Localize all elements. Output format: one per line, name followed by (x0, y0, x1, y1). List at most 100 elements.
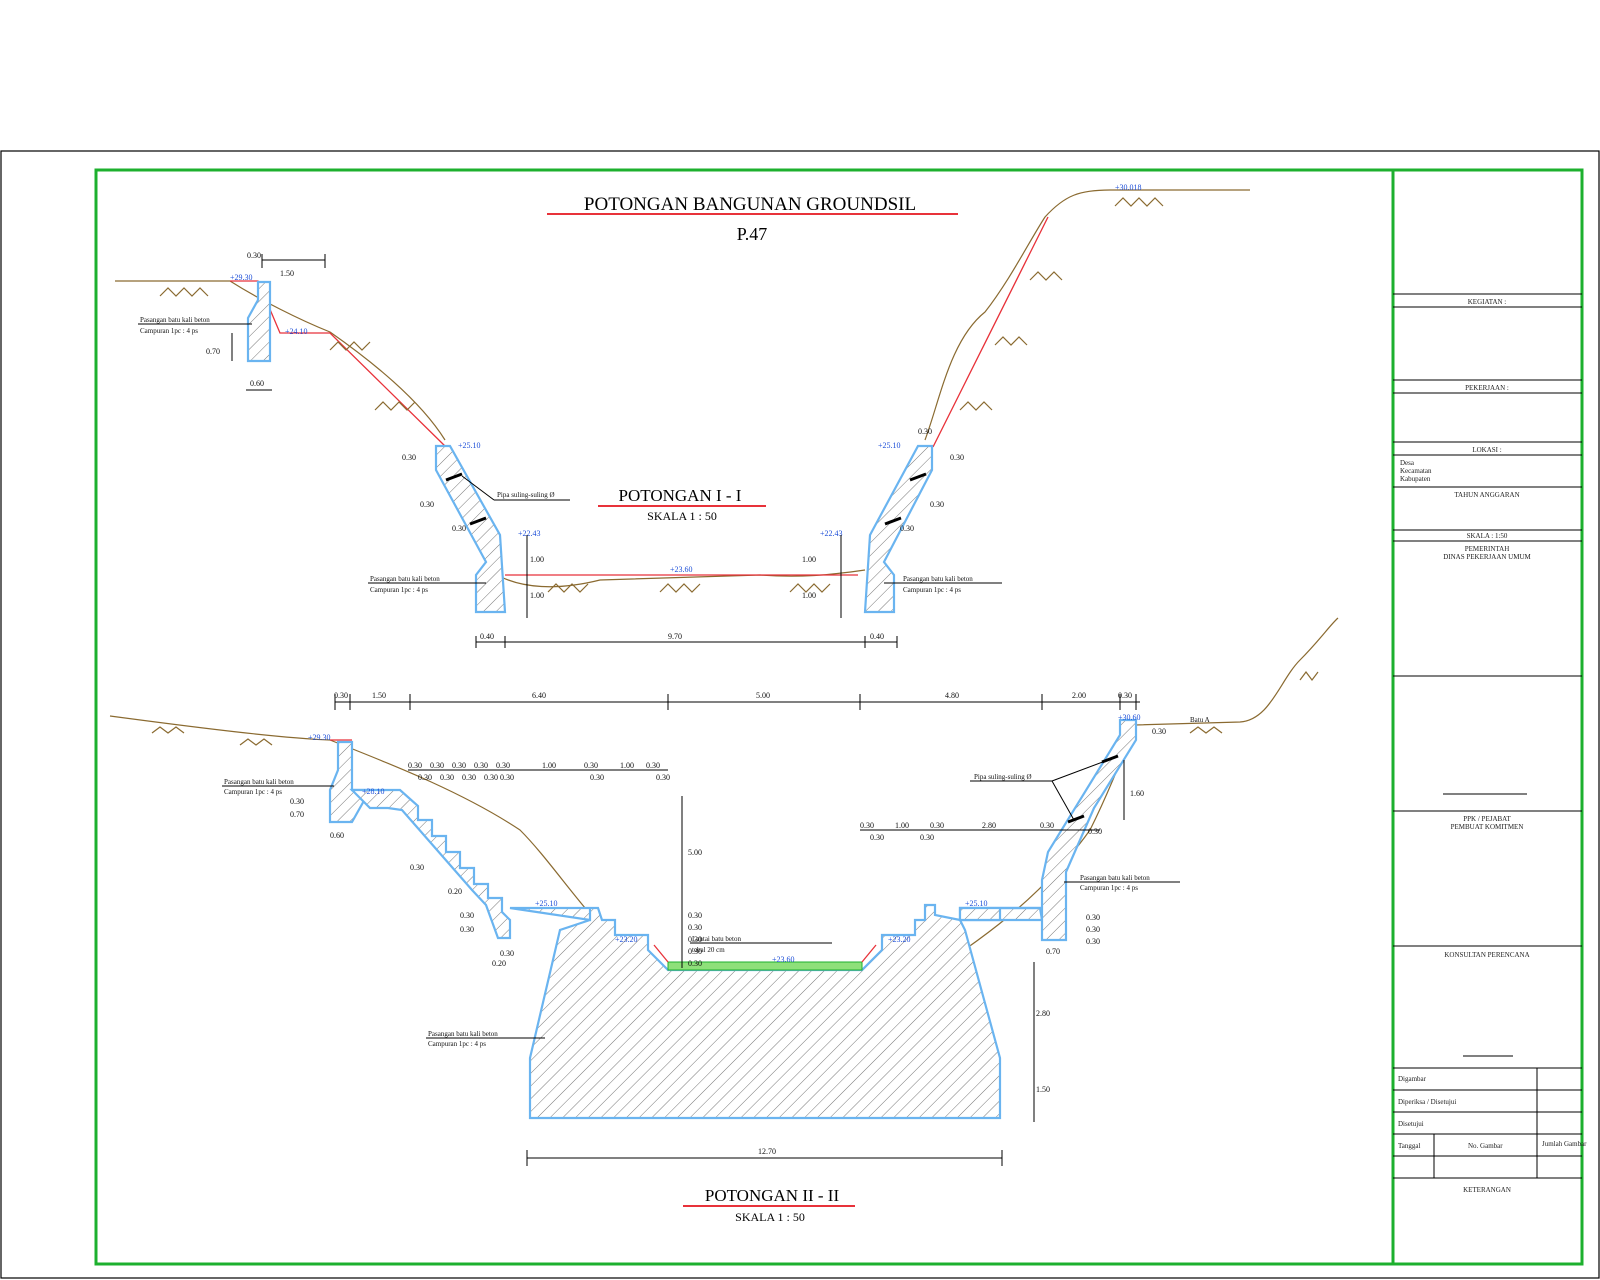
s2-right-wall (958, 718, 1138, 942)
s1-dim-leftwall-h: 0.70 (206, 347, 220, 356)
s1-soil-mark-4 (547, 583, 589, 593)
s2-dim-top-a: 0.30 (334, 691, 348, 700)
s1-soil-mark-3 (374, 401, 416, 411)
s1-dim-slope-r3: 0.30 (930, 500, 944, 509)
s1-dim-right-h1: 1.00 (802, 555, 816, 564)
s2-rs-3: 0.30 (930, 821, 944, 830)
s1-level-left-low: +22.43 (518, 529, 541, 538)
s2-stepb-5: 0.30 (500, 773, 514, 782)
tb-lokasi: LOKASI : (1472, 446, 1501, 454)
s2-step-6: 1.00 (542, 761, 556, 770)
s2-rw-6: 0.70 (1046, 947, 1060, 956)
s2-step-3: 0.30 (452, 761, 466, 770)
tb-mengetahui-1: PPK / PEJABAT (1463, 815, 1511, 823)
s1-dim-top-a: 0.30 (247, 251, 261, 260)
s1-soil-mark-7 (1114, 197, 1164, 207)
s2-lw-5: 0.20 (448, 887, 462, 896)
s1-left-top-wall (246, 280, 272, 363)
s1-note-right-low-mix: Campuran 1pc : 4 ps (903, 586, 961, 594)
s2-red-right (861, 944, 877, 963)
s1-dim-slope-l1: 0.30 (402, 453, 416, 462)
s2-note-floor-thick: tebal 20 cm (692, 946, 725, 954)
s2-note-found-mix: Campuran 1pc : 4 ps (428, 1040, 486, 1048)
s2-dim-top-f: 2.00 (1072, 691, 1086, 700)
s2-lw-9: 0.20 (492, 959, 506, 968)
s2-step-9: 0.30 (646, 761, 660, 770)
s1-soil-mark-6 (789, 583, 831, 593)
s2-note-right-label: Batu A (1190, 716, 1210, 724)
s2-soil-mark-2 (239, 738, 273, 746)
s1-dim-slope-r2: 0.30 (950, 453, 964, 462)
s2-level-left-top: +29.30 (308, 733, 331, 742)
s1-soil-mark-2 (329, 341, 371, 351)
s1-level-bed: +23.60 (670, 565, 693, 574)
s2-rw-4: 0.30 (1086, 925, 1100, 934)
page-border (0, 150, 1600, 1279)
s2-step-5: 0.30 (496, 761, 510, 770)
s1-pipe-left-1 (445, 472, 463, 482)
tb-konsultan: KONSULTAN PERENCANA (1444, 951, 1529, 959)
s2-note-pipe: Pipa suling-suling Ø (974, 773, 1032, 781)
s1-soil-mark-1 (159, 287, 209, 297)
s2-stepb-6: 0.30 (590, 773, 604, 782)
main-title: POTONGAN BANGUNAN GROUNDSIL (584, 194, 916, 215)
s2-step-7: 0.30 (584, 761, 598, 770)
s1-note-pipe-leader (461, 475, 495, 501)
s1-level-right-low: +22.43 (820, 529, 843, 538)
s2-soil-mark-3 (1189, 726, 1223, 734)
section2-drawing: +29.30 +28.10 +25.10 +25.10 +23.20 +23.2… (109, 617, 1339, 1166)
s2-rs-5: 0.30 (1040, 821, 1054, 830)
s2-note-left-top-mix: Campuran 1pc : 4 ps (224, 788, 282, 796)
tb-row-3: Disetujui (1398, 1120, 1424, 1128)
s1-soil-mark-9 (994, 336, 1028, 346)
s2-lw-1: 0.30 (290, 797, 304, 806)
s2-level-bed: +23.60 (772, 955, 795, 964)
tb-tanggal: Tanggal (1398, 1142, 1421, 1150)
s2-ground-right (1134, 617, 1339, 726)
tb-dinas-1: PEMERINTAH (1465, 545, 1510, 553)
s2-floor (667, 961, 863, 971)
s1-dim-slope-r4: 0.30 (900, 524, 914, 533)
s1-dim-bottom-b: 9.70 (668, 632, 682, 641)
s2-rw-3: 0.30 (1086, 913, 1100, 922)
section1-drawing: +30.018 +29.30 +24.10 +25.10 +25.10 +22.… (115, 183, 1250, 648)
s1-note-pipe: Pipa suling-suling Ø (497, 491, 555, 499)
s2-dim-top-e: 4.80 (945, 691, 959, 700)
s1-note-left-low: Pasangan batu kali beton (370, 575, 440, 583)
s2-note-found: Pasangan batu kali beton (428, 1030, 498, 1038)
s1-dim-slope-l2: 0.30 (420, 500, 434, 509)
s1-level-top-right: +30.018 (1115, 183, 1142, 192)
s2-level-left-low: +23.20 (615, 935, 638, 944)
s2-soil-mark-4 (1299, 671, 1319, 681)
s2-found-h1: 2.80 (1036, 1009, 1050, 1018)
s1-dim-leftwall-w-txt: 0.60 (250, 379, 264, 388)
s2-note-pipe-leader3 (1051, 780, 1075, 821)
tb-lokasi-kab: Kabupaten (1400, 475, 1431, 483)
tb-jumlah: Jumlah Gambar (1542, 1140, 1587, 1148)
s1-red-left (230, 280, 447, 448)
tb-footer: KETERANGAN (1463, 1186, 1511, 1194)
s1-note-left-top-mix: Campuran 1pc : 4 ps (140, 327, 198, 335)
s2-center-4: 0.30 (688, 947, 702, 956)
s1-soil-mark-10 (959, 401, 993, 411)
s2-center-height: 5.00 (688, 848, 702, 857)
section1-title: POTONGAN I - I (619, 486, 742, 505)
s1-ground-bed (491, 569, 866, 588)
s2-stepb-4: 0.30 (484, 773, 498, 782)
tb-skala: SKALA : 1:50 (1467, 532, 1508, 540)
s1-soil-mark-5 (659, 583, 701, 593)
s1-right-slope (863, 444, 934, 614)
s2-found-w: 12.70 (758, 1147, 776, 1156)
s1-ground-left (115, 280, 446, 441)
s2-pipe-2 (1067, 814, 1085, 824)
s1-pipe-left-2 (469, 516, 487, 526)
s2-left-top-wall (328, 740, 372, 824)
tb-row-1: Digambar (1398, 1075, 1427, 1083)
s2-step-8: 1.00 (620, 761, 634, 770)
s2-level-right-low: +23.20 (888, 935, 911, 944)
tb-row-2: Diperiksa / Disetujui (1398, 1098, 1456, 1106)
tb-lokasi-sub: TAHUN ANGGARAN (1454, 491, 1519, 499)
s2-center-3: 0.30 (688, 935, 702, 944)
s1-dim-right-h2: 1.00 (802, 591, 816, 600)
s2-rw-2: 1.60 (1130, 789, 1144, 798)
